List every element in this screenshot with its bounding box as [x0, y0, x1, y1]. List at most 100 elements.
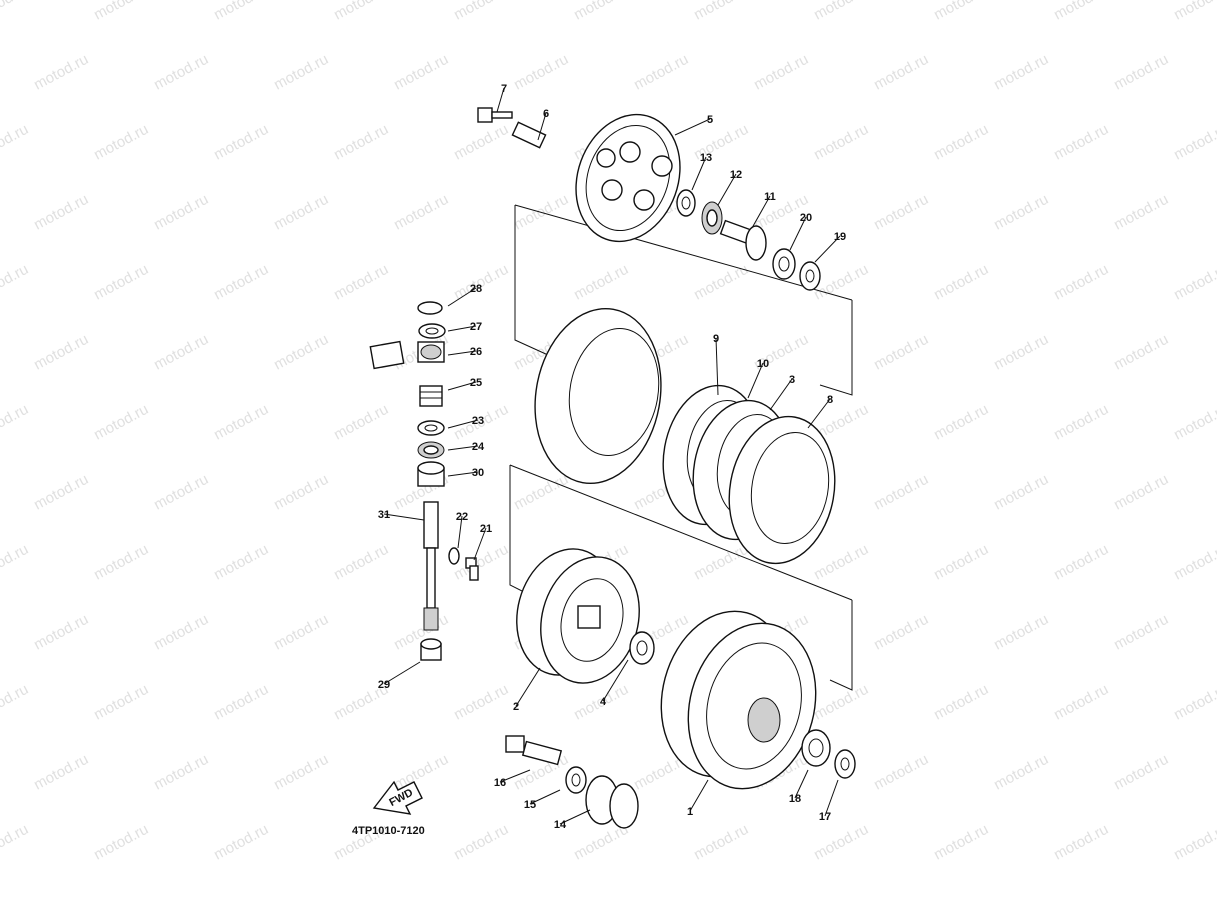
watermark-text: motod.ru	[211, 681, 271, 724]
callout-2: 2	[513, 701, 519, 713]
callout-12: 12	[730, 169, 742, 181]
watermark-text: motod.ru	[871, 751, 931, 794]
leader-line-17	[824, 779, 839, 817]
callout-27: 27	[470, 321, 482, 333]
watermark-text: motod.ru	[811, 541, 871, 584]
watermark-text: motod.ru	[691, 261, 751, 304]
watermark-text: motod.ru	[391, 51, 451, 94]
callout-10: 10	[757, 358, 769, 370]
leader-line-30	[447, 471, 479, 477]
callout-14: 14	[554, 819, 567, 831]
watermark-text: motod.ru	[271, 471, 331, 514]
watermark-text: motod.ru	[151, 51, 211, 94]
leader-line-7	[496, 87, 505, 113]
watermark-text: motod.ru	[1111, 191, 1171, 234]
fwd-arrow-icon: FWD	[372, 780, 423, 815]
callout-13: 13	[700, 152, 712, 164]
watermark-text: motod.ru	[511, 51, 571, 94]
callout-21: 21	[480, 523, 492, 535]
watermark-text: motod.ru	[151, 611, 211, 654]
watermark-text: motod.ru	[271, 331, 331, 374]
callout-18: 18	[789, 793, 801, 805]
watermark-text: motod.ru	[1111, 331, 1171, 374]
watermark-text: motod.ru	[451, 681, 511, 724]
callout-4: 4	[600, 696, 607, 708]
watermark-text: motod.ru	[151, 751, 211, 794]
leader-line-24	[447, 445, 479, 451]
leader-line-25	[447, 381, 477, 391]
callout-17: 17	[819, 811, 831, 823]
watermark-text: motod.ru	[91, 261, 151, 304]
watermark-text: motod.ru	[1171, 681, 1217, 724]
watermark-text: motod.ru	[1171, 821, 1217, 864]
thrust-washer-part-18	[801, 729, 831, 767]
watermark-text: motod.ru	[211, 401, 271, 444]
watermark-text: motod.ru	[1051, 0, 1111, 24]
gear-part-14	[585, 775, 639, 829]
watermark-text: motod.ru	[811, 681, 871, 724]
watermark-text: motod.ru	[871, 471, 931, 514]
bearing-part-30	[417, 461, 445, 487]
leader-line-21	[473, 527, 487, 561]
watermark-text: motod.ru	[91, 681, 151, 724]
watermark-text: motod.ru	[211, 0, 271, 24]
leader-line-11	[751, 195, 771, 229]
watermark-text: motod.ru	[871, 51, 931, 94]
watermark-text: motod.ru	[991, 751, 1051, 794]
watermark-text: motod.ru	[811, 0, 871, 24]
watermark-text: motod.ru	[331, 401, 391, 444]
watermark-text: motod.ru	[691, 0, 751, 24]
watermark-text: motod.ru	[1111, 611, 1171, 654]
lock-washer-part-4	[629, 631, 655, 665]
bolt-part-7	[477, 107, 513, 123]
callout-16: 16	[494, 777, 506, 789]
watermark-text: motod.ru	[1171, 121, 1217, 164]
group-frame-upper	[514, 204, 853, 396]
leader-line-6	[537, 112, 547, 141]
clutch-housing-part-1	[660, 610, 817, 790]
callout-24: 24	[472, 441, 485, 453]
watermark-text: motod.ru	[1171, 401, 1217, 444]
watermark-text: motod.ru	[451, 821, 511, 864]
washer-part-13	[676, 189, 696, 217]
washer-part-15	[565, 766, 587, 794]
callout-31: 31	[378, 509, 390, 521]
watermark-text: motod.ru	[1171, 0, 1217, 24]
watermark-text: motod.ru	[211, 121, 271, 164]
watermark-text: motod.ru	[91, 0, 151, 24]
callout-5: 5	[707, 114, 713, 126]
callout-1: 1	[687, 806, 693, 818]
washer-part-23	[417, 420, 445, 436]
callout-layer: 1234567891011121314151617181920212223242…	[378, 83, 846, 831]
friction-plate-outer	[534, 307, 662, 485]
watermark-text: motod.ru	[211, 821, 271, 864]
watermark-text: motod.ru	[0, 681, 31, 724]
leader-line-13	[691, 156, 707, 191]
watermark-text: motod.ru	[871, 611, 931, 654]
watermark-text: motod.ru	[31, 191, 91, 234]
circlip-part-28	[417, 301, 443, 315]
washer-part-22	[448, 547, 460, 565]
watermark-text: motod.ru	[1171, 261, 1217, 304]
callout-29: 29	[378, 679, 390, 691]
watermark-text: motod.ru	[931, 821, 991, 864]
callout-23: 23	[472, 415, 484, 427]
callout-22: 22	[456, 511, 468, 523]
watermark-text: motod.ru	[31, 471, 91, 514]
leader-line-9	[715, 337, 719, 396]
callout-8: 8	[827, 394, 833, 406]
watermark-text: motod.ru	[271, 51, 331, 94]
watermark-text: motod.ru	[931, 541, 991, 584]
watermark-text: motod.ru	[0, 401, 31, 444]
watermark-text: motod.ru	[991, 331, 1051, 374]
callout-7: 7	[501, 83, 507, 95]
leader-line-2	[515, 667, 541, 707]
leader-line-26	[447, 350, 477, 356]
watermark-text: motod.ru	[271, 751, 331, 794]
spring-part-25	[419, 385, 443, 407]
watermark-text: motod.ru	[1171, 541, 1217, 584]
watermark-text: motod.ru	[1051, 821, 1111, 864]
watermark-text: motod.ru	[391, 751, 451, 794]
watermark-text: motod.ru	[751, 51, 811, 94]
watermark-text: motod.ru	[631, 51, 691, 94]
